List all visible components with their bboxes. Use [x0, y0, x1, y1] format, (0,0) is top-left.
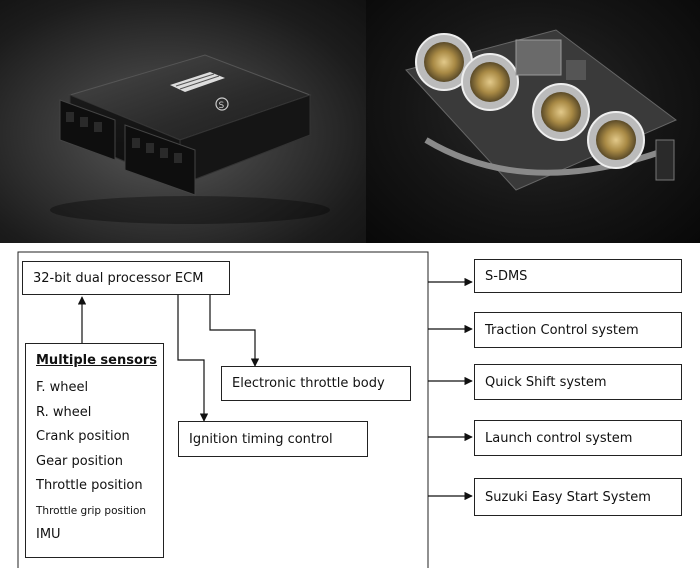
system-box-traction-control: Traction Control system: [474, 312, 682, 348]
system-box-launch-control: Launch control system: [474, 420, 682, 456]
connector-left: [59, 99, 116, 161]
ecm-unit-illustration: S: [50, 54, 330, 224]
brand-logo: S: [215, 97, 229, 111]
sensor-gear-position: Gear position: [36, 453, 124, 469]
sensor-rear-wheel: R. wheel: [36, 404, 92, 420]
throttle-body-label: Electronic throttle body: [232, 376, 385, 391]
throttle-bore-3: [532, 83, 590, 141]
ignition-timing-label: Ignition timing control: [189, 431, 333, 447]
connector-right: [124, 124, 196, 196]
ignition-timing-box: Ignition timing control: [178, 421, 368, 457]
sensor-front-wheel: F. wheel: [36, 380, 89, 395]
outer-frame: [17, 251, 429, 568]
system-label-easy-start: Suzuki Easy Start System: [485, 489, 651, 505]
system-box-sdms: S-DMS: [474, 259, 682, 293]
svg-text:S: S: [219, 101, 225, 111]
throttle-body-illustration: [405, 29, 677, 191]
throttle-bore-2: [461, 53, 519, 111]
system-label-traction-control: Traction Control system: [485, 322, 639, 338]
sensor-throttle-position: Throttle position: [36, 478, 143, 493]
throttle-body-photo: [366, 0, 700, 243]
system-box-easy-start: Suzuki Easy Start System: [474, 478, 682, 516]
sensor-throttle-grip-position: Throttle grip position: [36, 504, 147, 517]
system-label-sdms: S-DMS: [485, 268, 528, 284]
ecm-label: 32-bit dual processor ECM: [33, 270, 204, 286]
sensor-crank-position: Crank position: [36, 429, 130, 444]
sensor-imu: IMU: [36, 527, 61, 542]
system-label-launch-control: Launch control system: [485, 430, 633, 446]
system-box-quick-shift: Quick Shift system: [474, 364, 682, 400]
throttle-bore-4: [587, 111, 645, 169]
throttle-body-box: Electronic throttle body: [221, 366, 411, 401]
arrow-ecm-to-throttle-body: [209, 295, 260, 367]
ecm-box: 32-bit dual processor ECM: [22, 261, 230, 295]
arrow-ecm-to-ignition: [177, 295, 209, 422]
system-label-quick-shift: Quick Shift system: [485, 374, 607, 390]
sensors-title: Multiple sensors: [36, 353, 158, 368]
sensors-box: Multiple sensors F. wheel R. wheel Crank…: [25, 343, 164, 558]
label-plate: [170, 72, 225, 92]
ecm-unit-photo: S: [0, 0, 366, 243]
